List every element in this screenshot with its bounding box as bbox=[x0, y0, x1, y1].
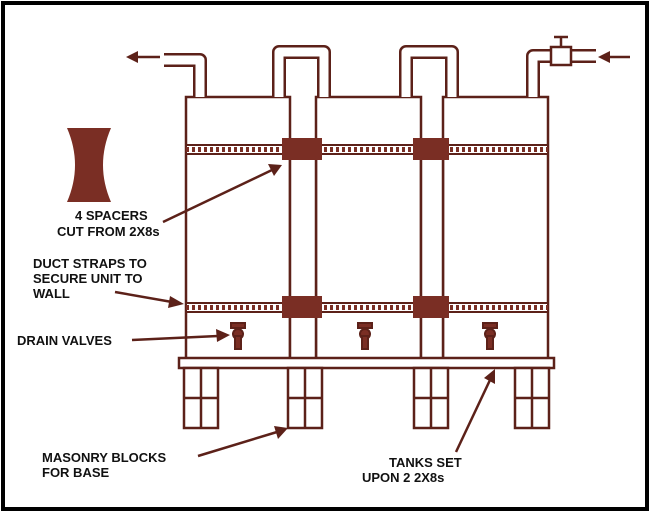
spacer-post-1 bbox=[288, 138, 318, 363]
masonry-block-4 bbox=[513, 366, 551, 430]
callout-labels: 4 SPACERS CUT FROM 2X8s DUCT STRAPS TO S… bbox=[17, 208, 462, 485]
spacer-post-2 bbox=[419, 138, 445, 363]
duct-straps-label-line-1: DUCT STRAPS TO bbox=[33, 256, 147, 271]
masonry-block-2 bbox=[286, 366, 324, 430]
tank-1 bbox=[184, 95, 292, 363]
drain-valve-icon bbox=[482, 322, 498, 350]
spacer-block-icon bbox=[67, 128, 111, 202]
drain-valve-icon bbox=[230, 322, 246, 350]
drain-valves-label: DRAIN VALVES bbox=[17, 333, 112, 348]
duct-strap-lower bbox=[185, 296, 549, 318]
duct-straps-label-line-3: WALL bbox=[33, 286, 70, 301]
drain-valves bbox=[230, 322, 498, 350]
drain-valves-leader bbox=[131, 329, 230, 342]
masonry-block-3 bbox=[412, 366, 450, 430]
tank-3 bbox=[441, 95, 550, 363]
spacers-label-line-2: CUT FROM 2X8s bbox=[57, 224, 160, 239]
duct-straps-leader bbox=[114, 290, 184, 308]
masonry-leader bbox=[197, 426, 288, 458]
base-board bbox=[177, 356, 556, 370]
spacers-leader bbox=[162, 164, 282, 224]
masonry-block-1 bbox=[182, 366, 220, 430]
duct-strap-upper bbox=[185, 138, 549, 160]
inlet-arrow-icon bbox=[598, 51, 630, 63]
drain-valve-icon bbox=[357, 322, 373, 350]
tanks-set-label-line-1: TANKS SET bbox=[389, 455, 462, 470]
tanks-set-leader bbox=[454, 369, 495, 453]
spacers-label-line-1: 4 SPACERS bbox=[75, 208, 148, 223]
tanks-set-label-line-2: UPON 2 2X8s bbox=[362, 470, 444, 485]
pipework bbox=[164, 45, 596, 97]
outlet-arrow-icon bbox=[126, 51, 160, 63]
leader-lines bbox=[114, 164, 495, 458]
masonry-label-line-1: MASONRY BLOCKS bbox=[42, 450, 167, 465]
flow-arrows bbox=[126, 51, 630, 63]
duct-straps-label-line-2: SECURE UNIT TO bbox=[33, 271, 143, 286]
masonry-label-line-2: FOR BASE bbox=[42, 465, 110, 480]
tank-2 bbox=[314, 95, 423, 363]
gate-valve-icon bbox=[549, 35, 573, 67]
